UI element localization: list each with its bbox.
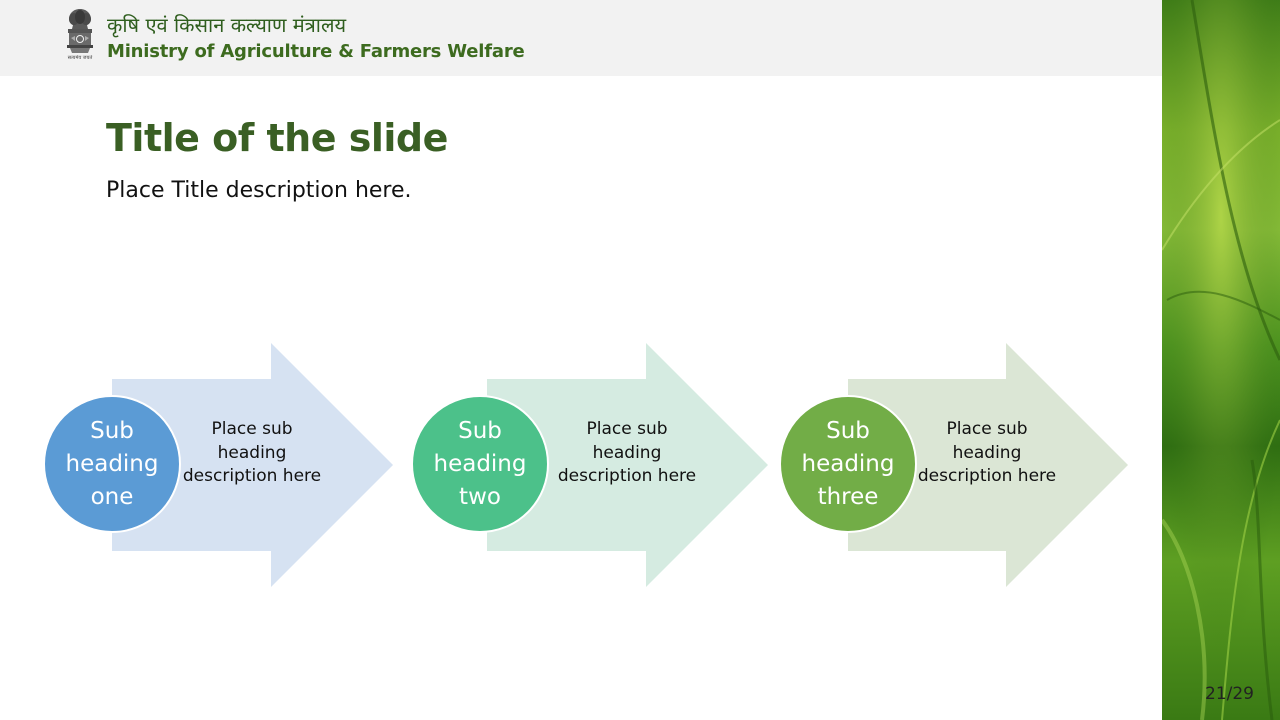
header-bar: सत्यमेव जयते कृषि एवं किसान कल्याण मंत्र…	[0, 0, 1162, 76]
step-heading-two: Sub heading two	[433, 417, 527, 510]
step-circle-one: Sub heading one	[43, 395, 181, 533]
step-arrow-two	[487, 343, 768, 587]
grass-decorative-sidebar	[1162, 0, 1280, 720]
process-diagram	[112, 343, 1128, 587]
step-heading-three: Sub heading three	[801, 417, 895, 510]
page-number: 21/29	[1205, 684, 1254, 704]
slide-description: Place Title description here.	[106, 178, 412, 203]
slide-title: Title of the slide	[106, 116, 448, 160]
step-heading-one: Sub heading one	[65, 417, 159, 510]
step-arrow-one	[112, 343, 393, 587]
step-description-two: Place sub heading description here	[557, 419, 697, 486]
national-emblem-logo	[67, 9, 93, 53]
step-circle-three: Sub heading three	[779, 395, 917, 533]
step-description-three: Place sub heading description here	[917, 419, 1057, 486]
step-arrow-three	[848, 343, 1128, 587]
ministry-hindi-title: कृषि एवं किसान कल्याण मंत्रालय	[107, 13, 347, 37]
emblem-motto: सत्यमेव जयते	[67, 55, 93, 61]
step-description-one: Place sub heading description here	[182, 419, 322, 486]
ministry-english-title: Ministry of Agriculture & Farmers Welfar…	[107, 41, 525, 62]
grass-image	[1162, 0, 1280, 720]
step-circle-two: Sub heading two	[411, 395, 549, 533]
